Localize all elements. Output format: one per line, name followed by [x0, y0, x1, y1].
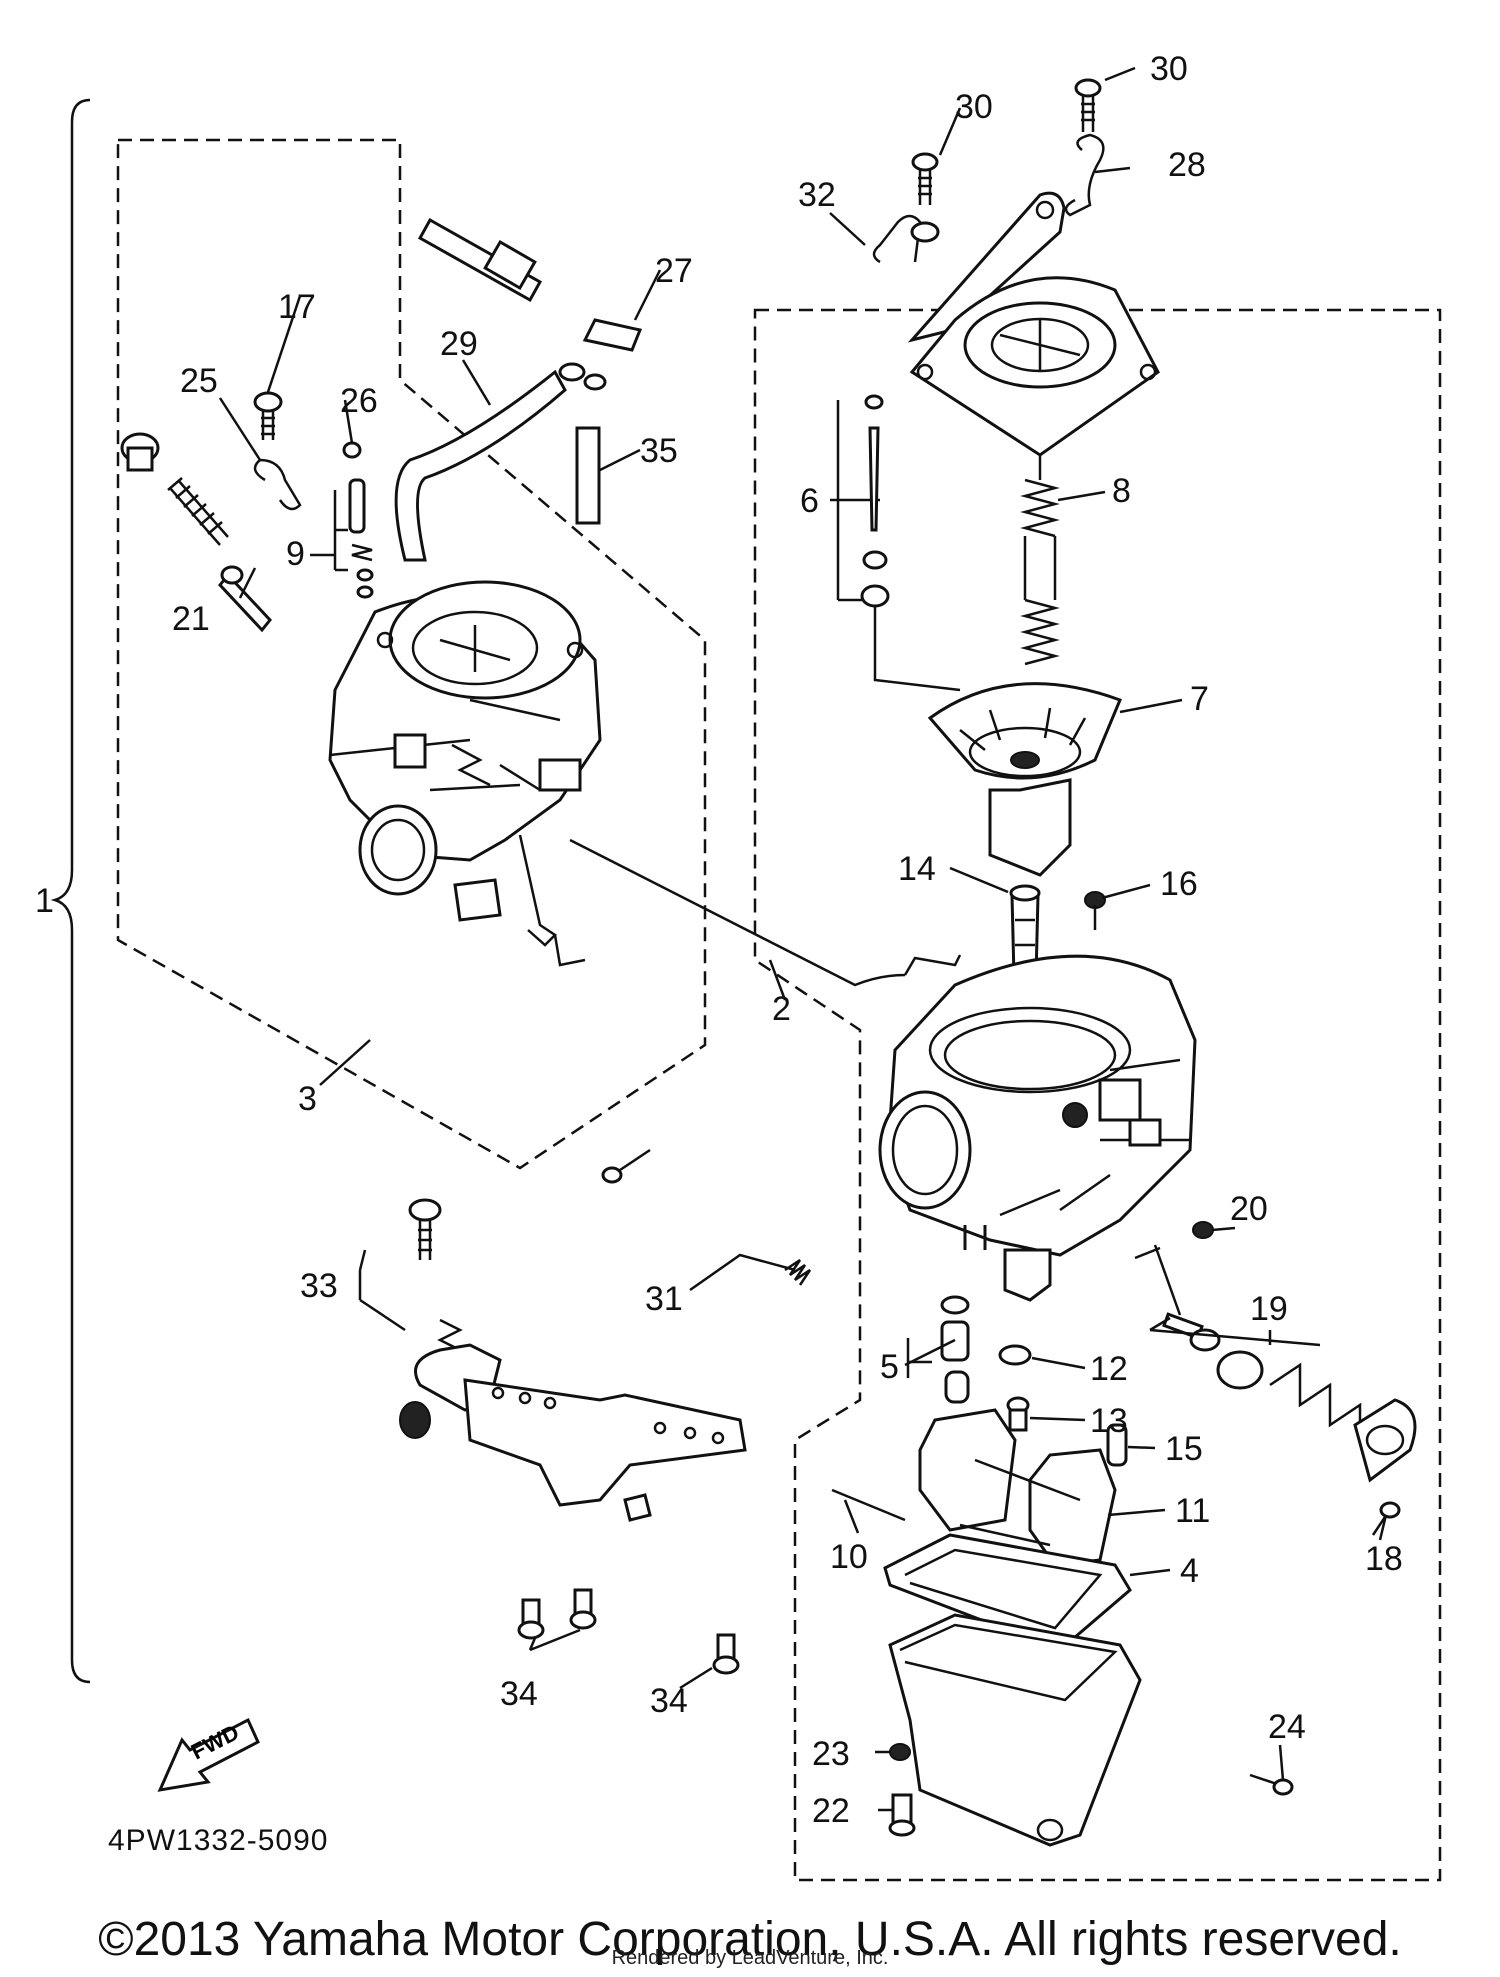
callout-26: 26 [340, 382, 378, 420]
callout-2: 2 [772, 990, 791, 1028]
callout-20: 20 [1230, 1190, 1268, 1228]
callout-34a: 34 [500, 1675, 538, 1713]
float-11 [918, 1408, 1117, 1567]
callout-32: 32 [798, 176, 836, 214]
bolt-34c [712, 1633, 740, 1675]
clip-28 [1064, 133, 1105, 217]
starter-plunger-9 [333, 478, 374, 599]
copyright-notice: ©2013 Yamaha Motor Corporation, U.S.A. A… [98, 1913, 1402, 1966]
boundary-left-carb [116, 138, 707, 1170]
float-pin-10 [831, 1488, 906, 1522]
piston-diaphragm-7 [927, 682, 1122, 877]
cap-26 [342, 441, 362, 459]
top-cover-group [872, 78, 1160, 457]
leader-lines [218, 66, 1387, 1812]
spring-8 [1020, 455, 1060, 666]
callout-labels: 1 2 3 4 5 6 7 8 9 10 11 12 13 14 15 16 1… [35, 50, 1403, 1830]
callout-18: 18 [1365, 1540, 1403, 1578]
screw-30a [911, 152, 939, 205]
callout-21: 21 [172, 600, 210, 638]
callout-23: 23 [812, 1735, 850, 1773]
callout-1: 1 [35, 882, 54, 920]
throttle-cable-27 [417, 217, 643, 391]
float-bowl [888, 1613, 1142, 1847]
assembly-brace [50, 98, 91, 1684]
callout-8: 8 [1112, 472, 1131, 510]
diagram-code: 4PW1332-5090 [108, 1824, 329, 1857]
callout-24: 24 [1268, 1708, 1306, 1746]
screw-16 [1084, 891, 1106, 930]
callout-30b: 30 [1150, 50, 1188, 88]
callout-19: 19 [1250, 1290, 1288, 1328]
callout-30a: 30 [955, 88, 993, 126]
callout-15: 15 [1165, 1430, 1203, 1468]
callout-14: 14 [898, 850, 936, 888]
washer-12 [998, 1344, 1032, 1366]
callout-31: 31 [645, 1280, 683, 1318]
pilot-screw-19 [1134, 1244, 1417, 1483]
bracket-screw [601, 1148, 651, 1184]
callout-17: 17 [278, 288, 316, 326]
spring-31 [784, 1258, 812, 1286]
callout-25: 25 [180, 362, 218, 400]
callout-27: 27 [655, 252, 693, 290]
screw-33 [408, 1198, 463, 1372]
fwd-arrow-icon: FWD [157, 1717, 260, 1792]
callout-5: 5 [880, 1348, 899, 1386]
callout-35: 35 [640, 432, 678, 470]
mounting-bracket [399, 1343, 747, 1522]
callout-6: 6 [800, 482, 819, 520]
hose-29 [394, 369, 567, 562]
callout-7: 7 [1190, 680, 1209, 718]
callout-13: 13 [1090, 1402, 1128, 1440]
o-ring-20 [1192, 1221, 1214, 1239]
callout-16: 16 [1160, 865, 1198, 903]
callout-28: 28 [1168, 146, 1206, 184]
drain-screw-22 [888, 1793, 916, 1837]
left-carb-body [328, 580, 602, 967]
hose-35 [575, 426, 601, 525]
link-lever [569, 838, 962, 987]
main-jet-13 [1006, 1396, 1030, 1432]
right-carb-body [878, 954, 1197, 1302]
clip-32 [872, 214, 922, 264]
cap-spring-21 [120, 432, 272, 633]
pilot-jet-15 [1106, 1423, 1128, 1467]
callout-9: 9 [286, 535, 305, 573]
callout-11: 11 [1175, 1492, 1210, 1530]
rendered-by-text: Rendered by LeadVenture, Inc. [611, 1947, 889, 1969]
callout-33: 33 [300, 1267, 338, 1305]
callout-29: 29 [440, 325, 478, 363]
callout-10: 10 [830, 1538, 868, 1576]
gasket-4 [883, 1533, 1132, 1652]
clip-25 [253, 458, 302, 511]
bolt-34a [517, 1598, 545, 1640]
callout-12: 12 [1090, 1350, 1128, 1388]
screw-30b [1074, 78, 1102, 132]
callout-3: 3 [298, 1080, 317, 1118]
callout-4: 4 [1180, 1552, 1199, 1590]
jet-needle-set-6 [836, 394, 961, 692]
bolt-34b [569, 1588, 597, 1630]
o-ring-23 [889, 1743, 911, 1761]
callout-22: 22 [812, 1792, 850, 1830]
callout-34b: 34 [650, 1682, 688, 1720]
screw-17 [253, 391, 283, 440]
screw-24 [1249, 1773, 1294, 1796]
